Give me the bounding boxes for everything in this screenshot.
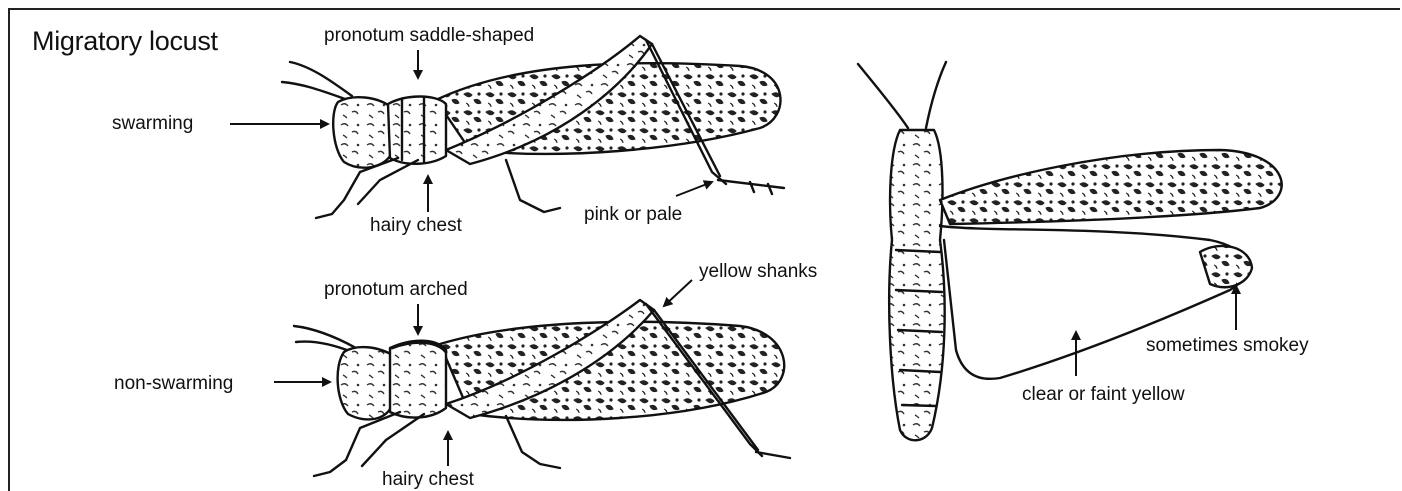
swarming-locust-drawing — [282, 36, 784, 218]
non-swarming-locust-drawing — [294, 300, 790, 476]
wing-view-locust-drawing — [858, 62, 1282, 440]
